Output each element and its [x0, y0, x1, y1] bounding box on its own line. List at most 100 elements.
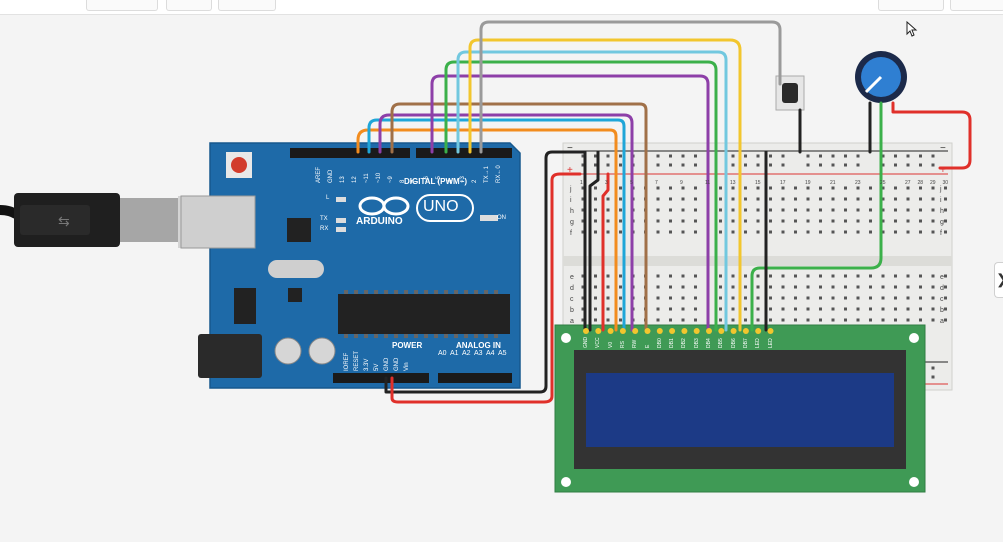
- breadboard-hole: [944, 186, 947, 190]
- rail-hole: [594, 163, 597, 167]
- breadboard-hole: [581, 318, 585, 322]
- breadboard-hole: [881, 219, 885, 223]
- arduino-uno-board[interactable]: [180, 142, 521, 389]
- breadboard-column-label: 21: [830, 180, 836, 186]
- toolbar-button-undo[interactable]: [218, 0, 276, 11]
- wire-pin2-gray: [479, 20, 782, 154]
- chevron-right-icon: ❯: [996, 270, 1003, 288]
- breadboard-hole: [756, 197, 760, 201]
- breadboard-hole: [681, 274, 685, 278]
- breadboard-hole: [719, 318, 722, 322]
- lcd-pin: [706, 328, 712, 334]
- breadboard-hole: [681, 186, 685, 190]
- rail-minus-label-right: −: [940, 143, 946, 154]
- breadboard-hole: [844, 318, 847, 322]
- breadboard-hole: [781, 296, 785, 300]
- breadboard-hole: [869, 230, 872, 234]
- breadboard-hole: [731, 318, 735, 322]
- breadboard-hole: [869, 219, 872, 223]
- breadboard-hole: [831, 318, 835, 322]
- breadboard-row-label: h: [570, 208, 574, 215]
- breadboard-hole: [581, 296, 585, 300]
- lcd-pin: [767, 328, 774, 334]
- breadboard-hole: [881, 208, 885, 212]
- wire-pin11-cyan: [367, 118, 626, 332]
- breadboard-hole: [619, 307, 622, 311]
- breadboard-column-label: 29: [930, 180, 936, 186]
- breadboard-hole: [931, 307, 935, 311]
- digital-pin-label: RX←0: [496, 165, 502, 183]
- breadboard-hole: [819, 219, 822, 223]
- toolbar-button-simulate[interactable]: [950, 0, 1003, 11]
- push-button[interactable]: [775, 75, 805, 111]
- breadboard-row-label: d: [570, 285, 574, 292]
- digital-header-label: DIGITAL (PWM~): [404, 177, 468, 186]
- breadboard-hole: [619, 296, 622, 300]
- breadboard-hole: [806, 197, 810, 201]
- breadboard-hole: [769, 197, 772, 201]
- breadboard-hole: [806, 186, 810, 190]
- breadboard-hole: [931, 296, 935, 300]
- wire-rail-red: [601, 172, 610, 332]
- lcd-pin: [718, 328, 725, 334]
- rail-hole: [906, 163, 910, 167]
- breadboard-hole: [881, 285, 885, 289]
- breadboard-hole: [731, 307, 735, 311]
- toolbar-button-rotate-group[interactable]: [86, 0, 158, 11]
- wire-pin10-purple: [378, 113, 634, 332]
- breadboard-hole: [581, 307, 585, 311]
- breadboard-hole: [931, 230, 935, 234]
- breadboard-hole: [819, 186, 822, 190]
- breadboard-hole: [894, 197, 897, 201]
- breadboard-hole: [794, 186, 797, 190]
- rail-hole: [931, 163, 935, 167]
- breadboard-hole: [606, 197, 610, 201]
- breadboard-hole: [869, 296, 872, 300]
- rail-hole: [831, 154, 835, 158]
- potentiometer[interactable]: [855, 51, 907, 103]
- breadboard-hole: [769, 285, 772, 289]
- breadboard-column-label: 17: [780, 180, 786, 186]
- breadboard-hole: [719, 307, 722, 311]
- breadboard-hole: [819, 208, 822, 212]
- lcd-16x2-display[interactable]: [554, 324, 926, 493]
- breadboard-hole: [744, 219, 747, 223]
- breadboard-hole: [581, 208, 585, 212]
- analog-pin-label: A2: [462, 350, 471, 357]
- breadboard-hole: [831, 230, 835, 234]
- breadboard-hole: [906, 208, 910, 212]
- breadboard-hole: [769, 296, 772, 300]
- breadboard-hole: [944, 307, 947, 311]
- rail-hole: [819, 163, 822, 167]
- rail-hole: [681, 163, 685, 167]
- breadboard-hole: [881, 197, 885, 201]
- breadboard-hole: [606, 285, 610, 289]
- breadboard-hole: [694, 197, 697, 201]
- breadboard-hole: [594, 285, 597, 289]
- power-pin-label: Vin: [404, 362, 410, 371]
- rail-minus-label: −: [567, 143, 573, 154]
- breadboard-hole: [694, 274, 697, 278]
- breadboard-hole: [594, 307, 597, 311]
- lcd-pin-label: DB5: [718, 338, 725, 348]
- breadboard-hole: [744, 285, 747, 289]
- toolbar-button-code[interactable]: [878, 0, 944, 11]
- breadboard-hole: [769, 186, 772, 190]
- breadboard-column-label: 28: [917, 180, 924, 186]
- breadboard-hole: [681, 208, 685, 212]
- digital-pin-label: 2: [472, 179, 478, 183]
- wire-pot-wiper-green: [750, 101, 883, 332]
- breadboard-hole: [806, 219, 810, 223]
- breadboard-row-label: e: [570, 274, 574, 281]
- breadboard-hole: [831, 296, 835, 300]
- breadboard-hole: [681, 318, 685, 322]
- digital-pin-label: ~3: [460, 176, 466, 183]
- rail-hole: [744, 163, 747, 167]
- breadboard-hole: [869, 307, 872, 311]
- breadboard-hole: [781, 219, 785, 223]
- toolbar-button-delete[interactable]: [166, 0, 212, 11]
- breadboard-hole: [844, 186, 847, 190]
- side-panel-toggle[interactable]: ❯: [994, 262, 1003, 298]
- breadboard-hole: [656, 274, 660, 278]
